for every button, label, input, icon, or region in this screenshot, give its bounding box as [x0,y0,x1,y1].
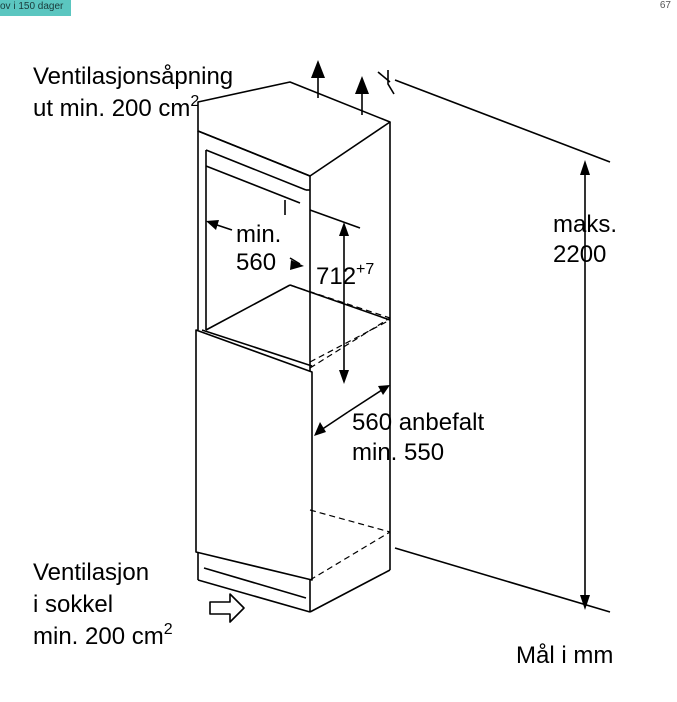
page-number: 67 [659,0,671,11]
appliance-door [195,329,313,581]
upper-cabinet [197,81,391,368]
arrowhead-niche-top [339,222,349,236]
vent-out-label-sup: 2 [190,93,199,110]
niche-height-label: 712+7 [316,261,374,290]
units-label: Mål i mm [516,642,613,669]
vent-in-label-sup: 2 [164,621,173,638]
depth-label-line1: 560 anbefalt [352,409,484,436]
niche-height-dimension [309,209,361,380]
vent-in-label-line3: min. 200 cm2 [33,621,173,650]
vent-in-label-line1: Ventilasjon [33,559,149,586]
header-badge: ov i 150 dager [0,0,72,16]
arrowhead-niche-bottom [339,370,349,384]
niche-height-value: 712 [316,263,356,290]
max-height-dimension [394,79,611,613]
vent-out-label-line2: ut min. 200 cm2 [33,93,199,122]
min-width-label-line2: 560 [236,249,276,276]
depth-label-line2: min. 550 [352,439,444,466]
arrowhead-width-right [290,260,304,270]
arrowhead-width-left [206,220,219,230]
arrowhead-up-2 [355,76,369,94]
arrowhead-max-top [580,160,590,175]
arrowhead-up-1 [311,60,325,78]
vent-out-label-line1: Ventilasjonsåpning [33,63,233,90]
arrowhead-depth-front [314,422,326,436]
arrowhead-depth-back [378,385,390,395]
vent-in-label-line2: i sokkel [33,591,113,618]
max-height-label-line2: 2200 [553,241,606,268]
arrowhead-max-bottom [580,595,590,610]
max-height-label-line1: maks. [553,211,617,238]
vent-out-label-text: ut min. 200 cm [33,95,190,122]
vent-in-arrow [209,593,245,623]
vent-in-label-text: min. 200 cm [33,623,164,650]
niche-height-tolerance: +7 [356,261,374,278]
min-width-label-line1: min. [236,221,281,248]
niche-dashed-lines [289,284,391,581]
